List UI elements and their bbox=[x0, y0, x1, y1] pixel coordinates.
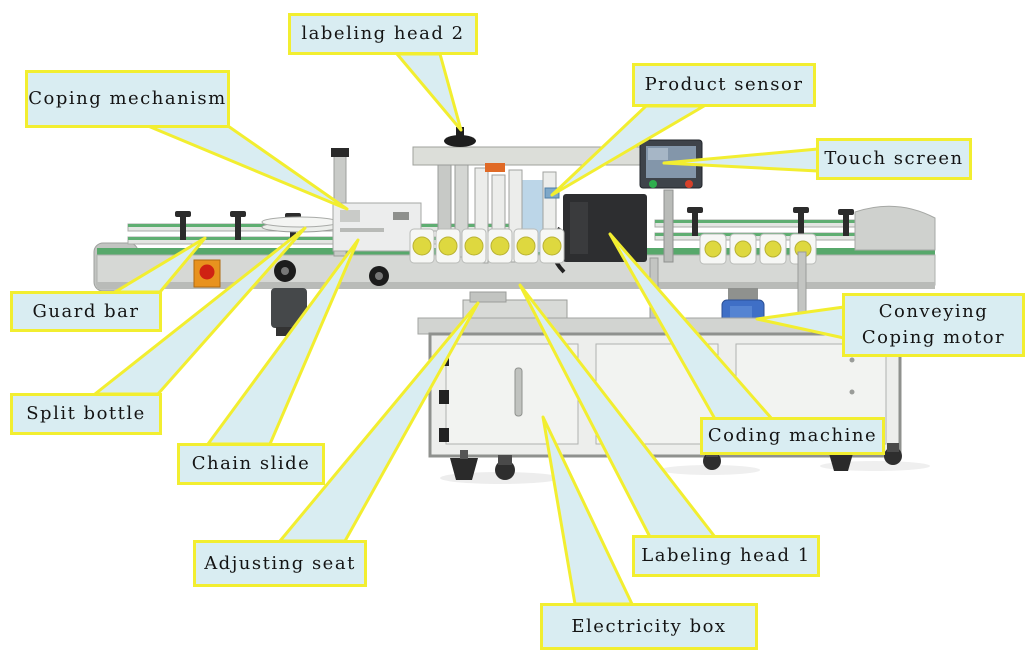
callout-electricity-box: Electricity box bbox=[540, 603, 758, 650]
callout-text: Labeling head 1 bbox=[641, 545, 811, 566]
callout-text: Adjusting seat bbox=[204, 552, 356, 574]
adjusting-seat-slide bbox=[462, 291, 568, 321]
callout-text: Conveying Coping motor bbox=[861, 301, 1006, 348]
bottle-row-right bbox=[699, 233, 817, 265]
callout-coding-machine: Coding machine bbox=[700, 417, 885, 455]
callout-product-sensor: Product sensor bbox=[632, 63, 816, 107]
callout-labeling-head-2: labeling head 2 bbox=[288, 13, 478, 55]
callout-coping-mechanism: Coping mechanism bbox=[25, 70, 230, 128]
emergency-stop bbox=[193, 259, 221, 288]
callout-text: Chain slide bbox=[191, 453, 311, 474]
label-roll-disc bbox=[261, 216, 339, 233]
coping-mechanism-unit bbox=[331, 148, 422, 257]
electricity-cabinet bbox=[417, 317, 911, 480]
callout-chain-slide: Chain slide bbox=[177, 443, 325, 485]
callout-text: Touch screen bbox=[824, 148, 964, 169]
callout-text: labeling head 2 bbox=[301, 23, 465, 44]
callout-adjusting-seat: Adjusting seat bbox=[193, 540, 367, 587]
pointer-labeling-head-2 bbox=[395, 52, 463, 132]
callout-touch-screen: Touch screen bbox=[816, 138, 972, 180]
right-rails bbox=[654, 205, 936, 251]
callout-text: Electricity box bbox=[571, 615, 727, 637]
callout-text: Guard bar bbox=[32, 300, 140, 322]
callout-split-bottle: Split bottle bbox=[10, 393, 162, 435]
callout-text: Coding machine bbox=[707, 425, 878, 446]
pointer-coping-mechanism bbox=[146, 124, 349, 211]
callout-pointers bbox=[93, 52, 846, 606]
touch-screen-unit bbox=[639, 139, 703, 263]
bottle-row-left bbox=[409, 228, 565, 264]
callout-text: Split bottle bbox=[26, 403, 146, 424]
callout-text: Coping mechanism bbox=[28, 88, 227, 109]
callout-conveying-coping-motor: Conveying Coping motor bbox=[842, 293, 1025, 357]
labeling-head-2-knob bbox=[444, 135, 476, 147]
callout-text: Product sensor bbox=[644, 74, 804, 95]
callout-guard-bar: Guard bar bbox=[10, 291, 162, 332]
conveyor-end-chute bbox=[854, 205, 936, 251]
callout-labeling-head-1: Labeling head 1 bbox=[632, 535, 820, 577]
